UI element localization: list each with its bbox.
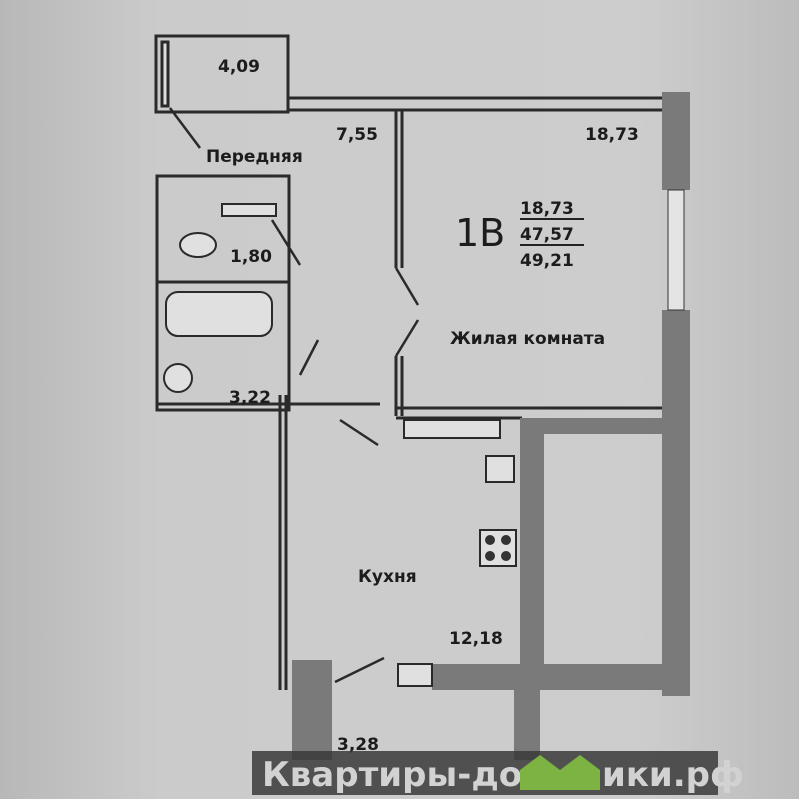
living-total-area: 47,57 [520,225,574,245]
living-area-corner: 18,73 [585,125,639,145]
fixtures [163,203,517,687]
door-living [394,267,420,357]
living-bottom-wall [396,406,662,420]
living-left-wall [394,110,404,416]
hallway-area: 7,55 [336,125,378,145]
loggia-wall [292,660,332,760]
watermark-text-left: Квартиры-до [262,755,522,795]
total-area: 49,21 [520,251,574,271]
doors [169,107,420,684]
top-wall [288,96,662,112]
exterior-wall [514,690,540,760]
hallway-label: Передняя [206,147,303,167]
stove-burners [485,535,511,561]
door-toilet [270,219,302,266]
door-balcony [169,107,201,149]
radiator-icon [397,663,433,687]
exterior-walls [292,92,690,760]
kitchen-right-wall [520,418,544,680]
radiator-icon [403,419,501,439]
exterior-wall [662,92,690,190]
kitchen-label: Кухня [358,567,417,587]
bathroom-divider [157,280,380,406]
sink-counter [221,203,277,217]
exterior-wall [432,664,690,690]
toilet-area: 1,80 [230,247,272,267]
house-logo-icon [520,755,600,790]
stove-icon [479,529,517,567]
door-bathroom [298,339,320,376]
door-kitchen [339,418,379,447]
door-loggia [334,656,385,684]
toilet-icon [179,232,217,258]
washbasin-icon [163,363,193,393]
kitchen-left-wall [278,395,288,690]
balcony-rail [160,40,170,108]
exterior-wall [520,418,662,434]
apartment-type: 1В [455,211,505,255]
window [667,189,685,311]
loggia-area: 3,28 [337,735,379,755]
balcony-area: 4,09 [218,57,260,77]
bathtub-icon [165,291,273,337]
walls [154,34,662,690]
watermark: Квартиры-до ики.рф [252,751,744,795]
balcony-top-outline [154,34,290,114]
exterior-wall [662,310,690,696]
living-area: 18,73 [520,199,574,219]
bathroom-block [155,174,291,412]
kitchen-area: 12,18 [449,629,503,649]
kitchen-sink-icon [485,455,515,483]
living-room-label: Жилая комната [450,329,605,349]
bathroom-area: 3,22 [229,388,271,408]
watermark-text-right: ики.рф [602,755,744,795]
